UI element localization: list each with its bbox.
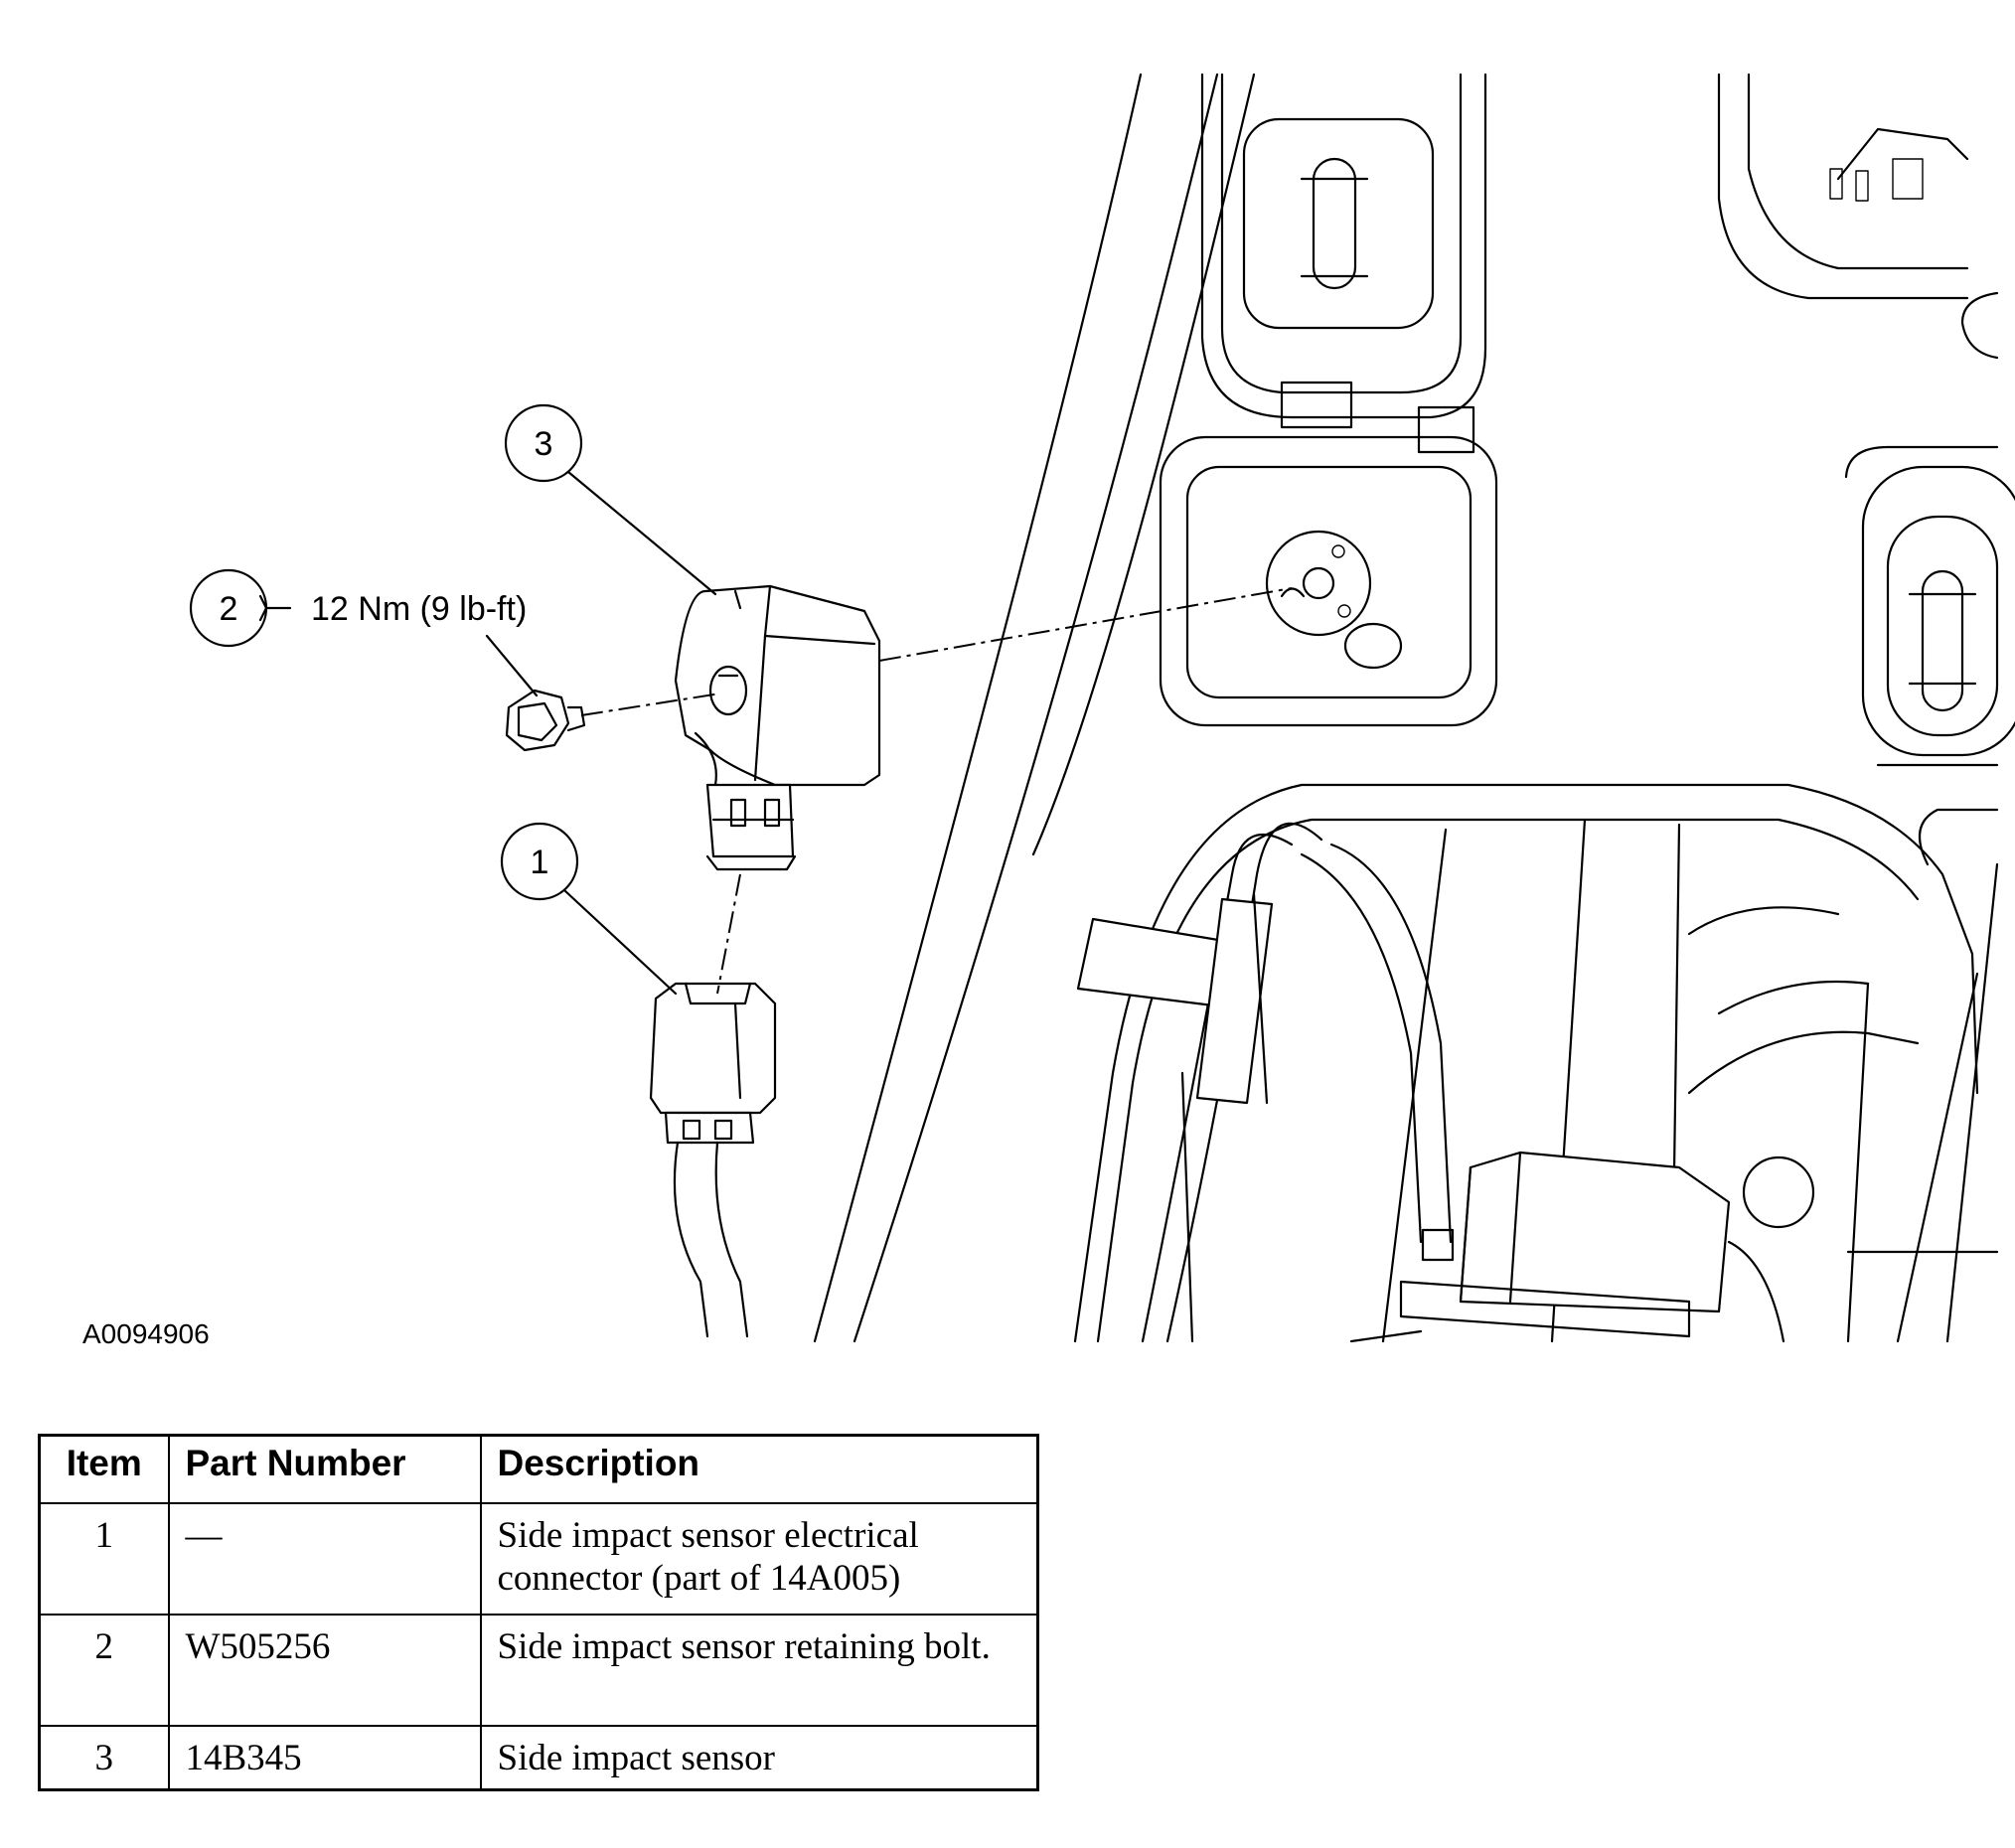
side-impact-sensor-diagram: 3 2 12 Nm (9 lb-ft) 1 A0094906	[82, 73, 2015, 1349]
callout-1: 1	[500, 822, 678, 996]
cell-description: Side impact sensor	[479, 1725, 1039, 1791]
cell-item: 1	[38, 1502, 170, 1616]
header-part-number: Part Number	[167, 1434, 482, 1504]
callout-number: 3	[535, 425, 553, 463]
figure-reference: A0094906	[82, 1318, 210, 1349]
side-impact-sensor-drawing	[674, 584, 881, 871]
alignment-lines	[580, 587, 1293, 995]
electrical-connector-drawing	[649, 982, 777, 1338]
callout-2: 2 12 Nm (9 lb-ft)	[189, 568, 539, 697]
table-row: 1 — Side impact sensor electrical connec…	[38, 1502, 1039, 1616]
cell-description: Side impact sensor retaining bolt.	[479, 1614, 1039, 1727]
cell-part-number: W505256	[167, 1614, 482, 1727]
table-row: 2 W505256 Side impact sensor retaining b…	[38, 1614, 1039, 1727]
callout-number: 2	[220, 590, 238, 628]
door-panel-structure	[813, 73, 2015, 1343]
table-row: 3 14B345 Side impact sensor	[38, 1725, 1039, 1791]
header-item: Item	[38, 1434, 170, 1504]
cell-item: 2	[38, 1614, 170, 1727]
retaining-bolt-drawing	[505, 689, 586, 752]
torque-spec: 12 Nm (9 lb-ft)	[311, 590, 527, 628]
cell-item: 3	[38, 1725, 170, 1791]
cell-part-number: —	[167, 1502, 482, 1616]
parts-table: Item Part Number Description 1 — Side im…	[38, 1434, 1039, 1791]
cell-description: Side impact sensor electrical connector …	[479, 1502, 1039, 1616]
callout-number: 1	[531, 844, 549, 881]
cell-part-number: 14B345	[167, 1725, 482, 1791]
header-description: Description	[479, 1434, 1039, 1504]
table-header-row: Item Part Number Description	[38, 1434, 1039, 1504]
callout-3: 3	[504, 403, 717, 596]
